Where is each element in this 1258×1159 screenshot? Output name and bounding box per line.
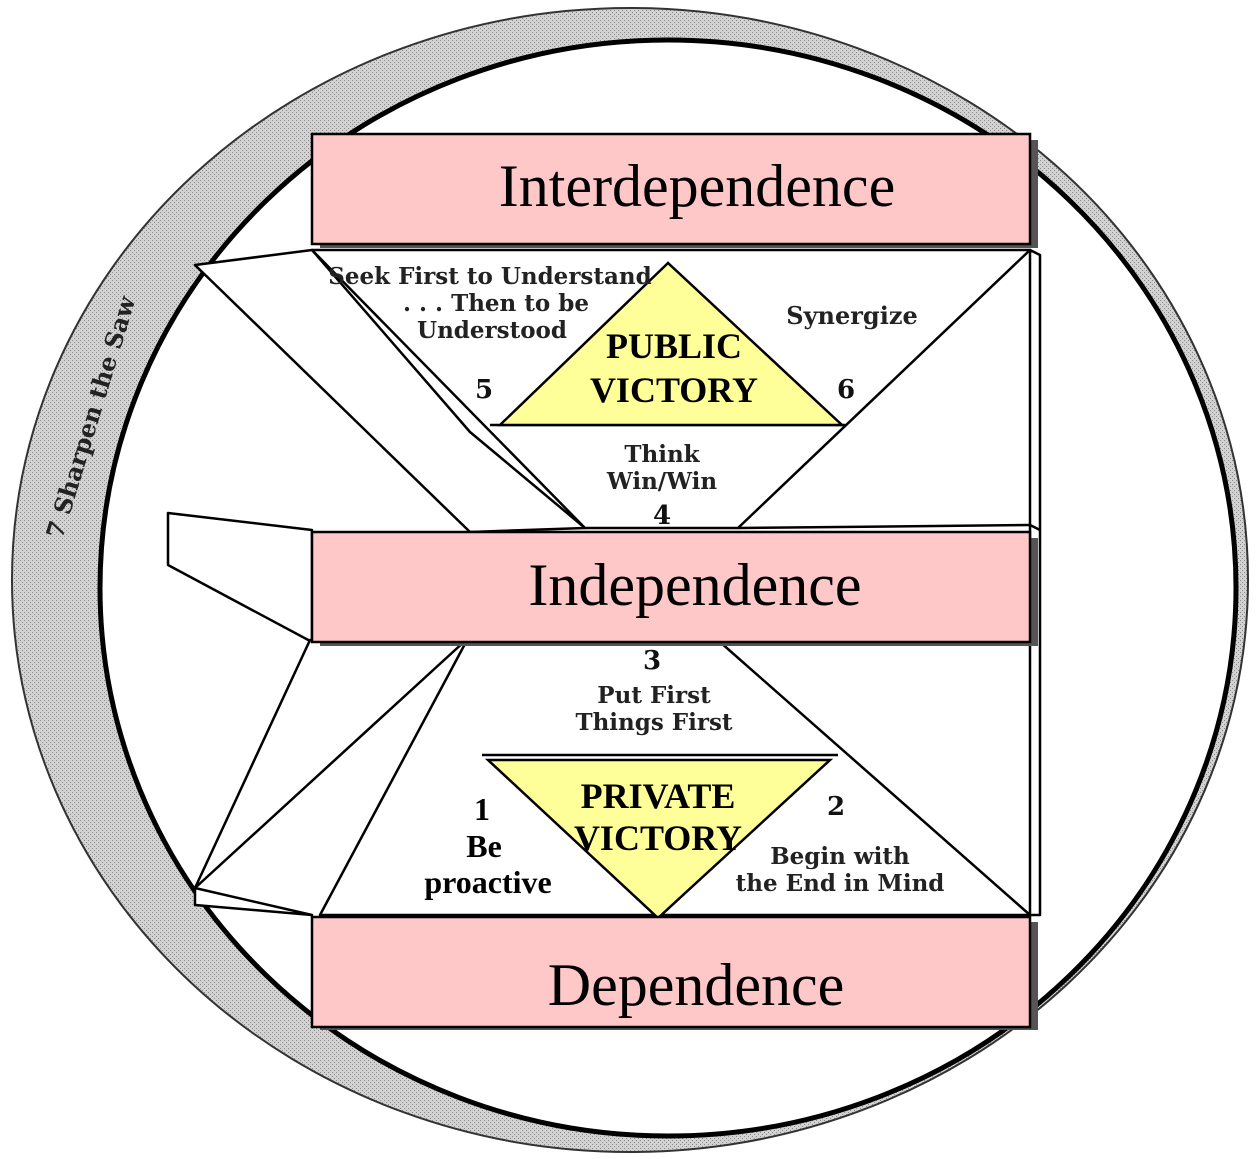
dependence-label: Dependence	[548, 952, 844, 1018]
habit-4-line2: Win/Win	[606, 468, 717, 495]
habit-1-line1: Be	[466, 828, 502, 864]
habit-4-line1: Think	[624, 441, 700, 468]
private-victory-triangle	[484, 758, 834, 920]
habit-5-line3: Understood	[417, 317, 567, 344]
habit-2-line1: Begin with	[770, 843, 910, 870]
public-victory-line1: PUBLIC	[606, 326, 742, 366]
public-victory-triangle	[496, 261, 846, 427]
habit-6-number: 6	[837, 375, 855, 405]
habit-2-line2: the End in Mind	[736, 870, 945, 897]
habit-5-line1: Seek First to Understand	[328, 263, 651, 290]
habit-2-number: 2	[827, 792, 845, 822]
habit-5-number: 5	[475, 375, 493, 405]
habit-3-line1: Put First	[597, 682, 711, 709]
habit-1-number: 1	[474, 791, 490, 827]
habit-3-number: 3	[643, 646, 661, 676]
dependence-band: Dependence	[310, 915, 1038, 1030]
independence-band: Independence	[310, 530, 1038, 646]
habit-3-line2: Things First	[575, 709, 732, 736]
habit-1-line2: proactive	[424, 864, 551, 900]
interdependence-band: Interdependence	[310, 132, 1038, 248]
interdependence-label: Interdependence	[499, 153, 895, 219]
independence-label: Independence	[528, 552, 861, 618]
habit-4-number: 4	[653, 501, 671, 531]
private-victory-line2: VICTORY	[574, 818, 742, 858]
habit-6-label: Synergize	[786, 301, 917, 330]
private-victory-line1: PRIVATE	[581, 776, 736, 816]
habit-5-line2: . . . Then to be	[403, 290, 589, 317]
public-victory-line2: VICTORY	[590, 370, 758, 410]
